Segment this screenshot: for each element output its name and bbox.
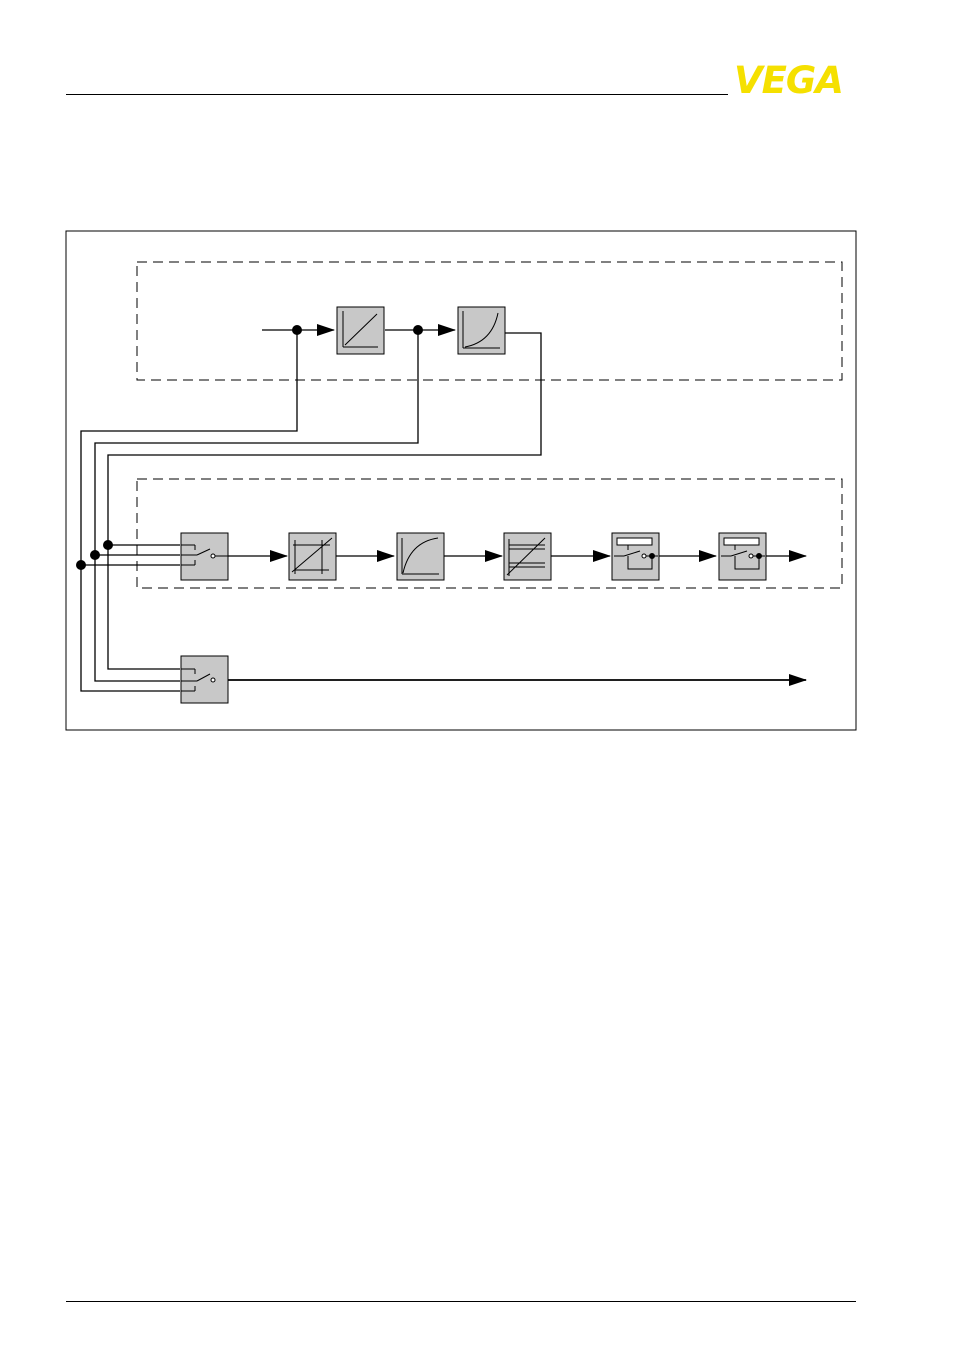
switch-icon <box>181 656 228 703</box>
tap-2-path <box>95 330 418 555</box>
block-damping <box>397 533 444 580</box>
quadratic-curve-icon <box>458 307 505 354</box>
block-selector-2 <box>181 656 228 703</box>
junction-2 <box>413 325 423 335</box>
junction-3 <box>103 540 113 550</box>
damping-curve-icon <box>397 533 444 580</box>
junction-5 <box>76 560 86 570</box>
relay-icon <box>612 533 659 580</box>
switch-icon <box>181 533 228 580</box>
scaling-icon <box>289 533 336 580</box>
footer-rule <box>66 1301 856 1302</box>
feed-down-c <box>81 565 180 691</box>
tap-1-path <box>81 330 297 565</box>
junction-1 <box>292 325 302 335</box>
diagram-frame <box>66 231 856 730</box>
curve-output-path <box>108 333 541 545</box>
feed-down-a <box>108 545 180 669</box>
relay-icon <box>719 533 766 580</box>
limit-icon <box>504 533 551 580</box>
junction-4 <box>90 550 100 560</box>
block-limit <box>504 533 551 580</box>
linear-ramp-icon <box>337 307 384 354</box>
